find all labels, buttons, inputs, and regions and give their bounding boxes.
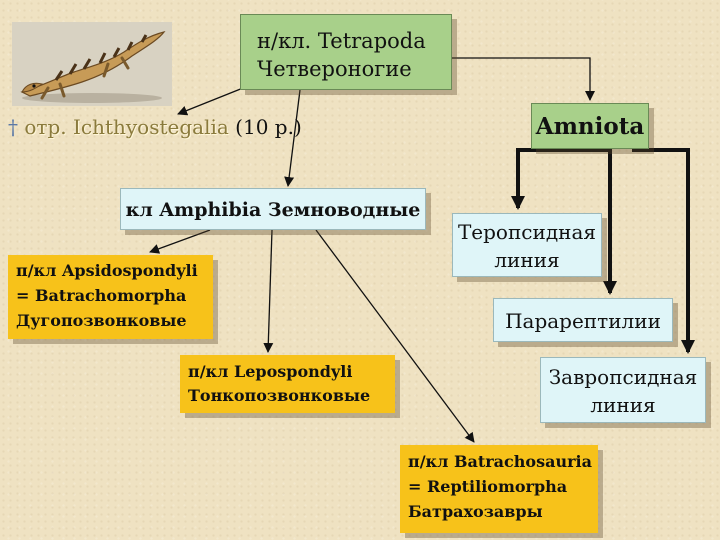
apsidospondyli-line3: Дугопозвонковые <box>16 308 213 333</box>
arrow-to-apsidospondyli <box>150 230 210 252</box>
amniota-label: Amniota <box>536 113 645 140</box>
parareptiles-label: Парарептилии <box>505 309 661 333</box>
sauropsid-line1: Завропсидная <box>541 363 705 391</box>
parareptiles-box: Парарептилии <box>493 298 673 342</box>
lepospondyli-line2: Тонкопозвонковые <box>188 384 395 408</box>
extinct-dagger: † <box>8 115 18 139</box>
arrow-to-ichthyostegalia <box>178 86 248 114</box>
theropsid-line1: Теропсидная <box>453 218 601 246</box>
superclass-tetrapoda-box: н/кл. Tetrapoda Четвероногие <box>240 14 452 90</box>
class-amphibia-box: кл Amphibia Земноводные <box>120 188 426 230</box>
ichthyostegalia-count: (10 р.) <box>229 115 302 139</box>
batrachosauria-line3: Батрахозавры <box>408 499 598 524</box>
order-ichthyostegalia-label: † отр. Ichthyostegalia (10 р.) <box>8 115 302 139</box>
subclass-apsidospondyli-box: п/кл Apsidospondyli = Batrachomorpha Дуг… <box>8 255 213 339</box>
subclass-batrachosauria-box: п/кл Batrachosauria = Reptiliomorpha Бат… <box>400 445 598 533</box>
theropsid-line-box: Теропсидная линия <box>452 213 602 277</box>
apsidospondyli-line2: = Batrachomorpha <box>16 283 213 308</box>
amphibia-label: кл Amphibia Земноводные <box>126 199 421 221</box>
arrow-to-theropsid <box>518 150 560 208</box>
lepospondyli-line1: п/кл Lepospondyli <box>188 360 395 384</box>
amniota-box: Amniota <box>531 103 649 149</box>
ichthyostegalia-taxon: отр. Ichthyostegalia <box>24 115 228 139</box>
subclass-lepospondyli-box: п/кл Lepospondyli Тонкопозвонковые <box>180 355 395 413</box>
sauropsid-line2: линия <box>541 391 705 419</box>
arrow-to-lepospondyli <box>268 230 272 352</box>
tetrapoda-russian: Четвероногие <box>257 55 451 83</box>
tetrapoda-latin: н/кл. Tetrapoda <box>257 27 451 55</box>
batrachosauria-line1: п/кл Batrachosauria <box>408 449 598 474</box>
theropsid-line2: линия <box>453 246 601 274</box>
apsidospondyli-line1: п/кл Apsidospondyli <box>16 258 213 283</box>
sauropsid-line-box: Завропсидная линия <box>540 357 706 423</box>
batrachosauria-line2: = Reptiliomorpha <box>408 474 598 499</box>
arrow-to-amniota <box>452 58 590 100</box>
